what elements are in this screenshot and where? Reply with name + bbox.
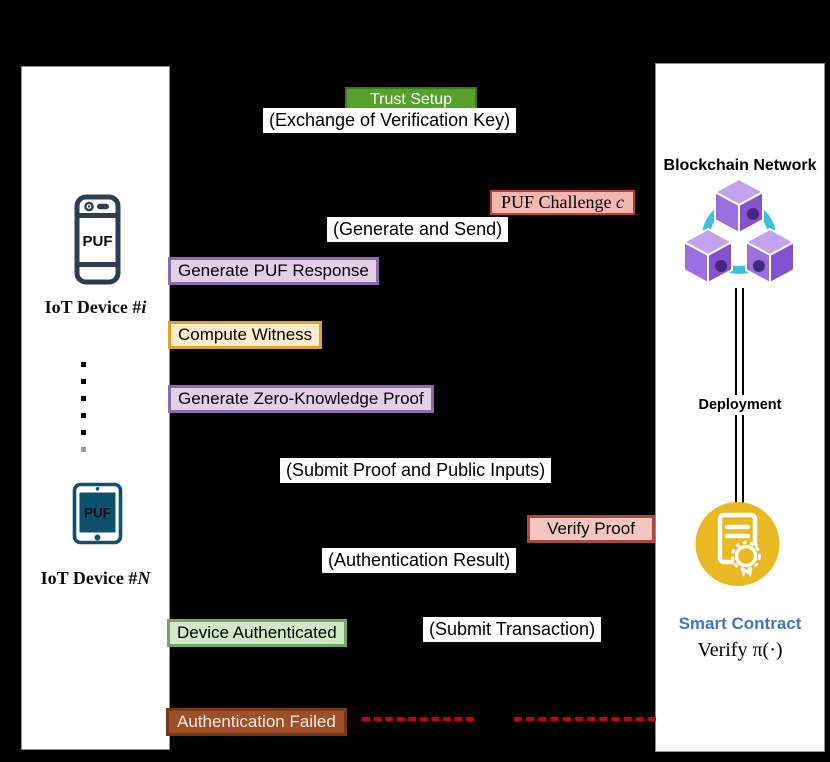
iot-device-n-label: IoT Device #N	[40, 568, 151, 588]
submit-proof-message: (Submit Proof and Public Inputs)	[280, 458, 552, 483]
ellipsis-dots	[81, 362, 86, 452]
deployment-label: Deployment	[655, 395, 825, 415]
generate-and-send-message: (Generate and Send)	[327, 217, 509, 242]
iot-device-lifeline	[21, 66, 170, 750]
device-authenticated-badge: Device Authenticated	[167, 619, 347, 647]
verify-pi-label: Verify π(·)	[697, 639, 783, 661]
failure-dashed-arrow-segment	[362, 717, 474, 721]
puf-challenge-badge: PUF Challenge c	[490, 190, 635, 215]
submit-transaction-message: (Submit Transaction)	[423, 617, 602, 642]
phone-puf-icon: PUF	[74, 194, 121, 285]
tablet-puf-label: PUF	[84, 506, 111, 521]
generate-puf-response-badge: Generate PUF Response	[168, 257, 379, 285]
phone-puf-label: PUF	[83, 233, 113, 250]
authentication-failed-badge: Authentication Failed	[166, 708, 347, 736]
exchange-verification-key-message: (Exchange of Verification Key)	[263, 108, 517, 133]
iot-device-i-label: IoT Device #i	[44, 297, 147, 317]
verify-proof-badge: Verify Proof	[527, 515, 655, 543]
authentication-result-message: (Authentication Result)	[322, 548, 517, 573]
tablet-puf-icon: PUF	[72, 482, 123, 545]
failure-dashed-arrow-segment	[514, 717, 656, 721]
blockchain-cubes-icon	[681, 179, 797, 285]
compute-witness-badge: Compute Witness	[168, 321, 323, 349]
smart-contract-seal-icon	[695, 502, 780, 586]
smart-contract-label: Smart Contract	[678, 614, 802, 633]
blockchain-network-title: Blockchain Network	[663, 157, 817, 174]
generate-zkp-badge: Generate Zero-Knowledge Proof	[168, 385, 434, 413]
